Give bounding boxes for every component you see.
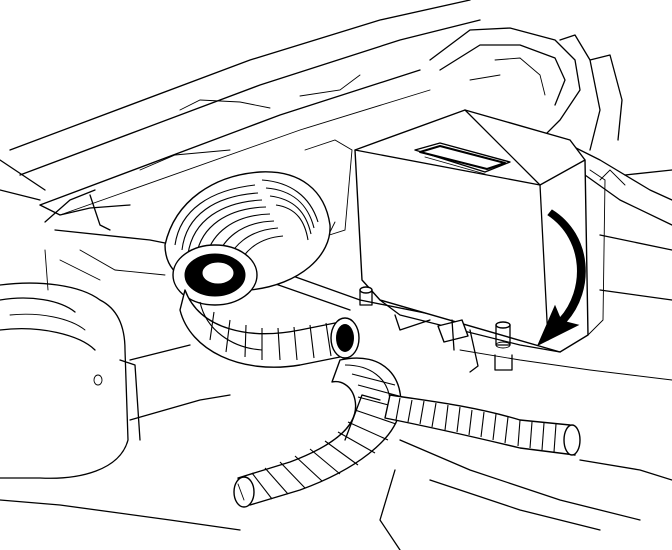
mounting-stud bbox=[359, 286, 513, 371]
duct-elbow bbox=[179, 289, 360, 368]
small-corrugated-hose bbox=[344, 394, 581, 456]
lower-duct bbox=[233, 357, 402, 508]
removal-arrow-icon bbox=[536, 209, 586, 347]
large-corrugated-duct bbox=[164, 171, 331, 306]
seat-back bbox=[429, 27, 672, 301]
bracket-clip bbox=[394, 314, 479, 373]
round-pedestal bbox=[0, 282, 241, 531]
box-vent-slot bbox=[414, 142, 511, 175]
floor-lines bbox=[59, 249, 672, 550]
